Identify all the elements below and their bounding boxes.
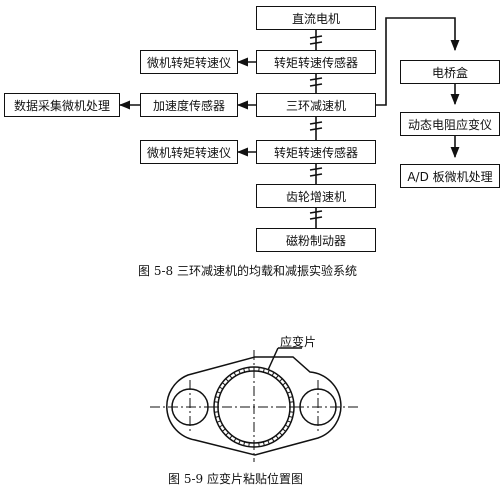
strain-meter-label: 动态电阻应变仪 (407, 117, 492, 132)
bridge-box-label: 电桥盒 (431, 65, 468, 80)
brake-box: 磁粉制动器 (256, 228, 376, 252)
torque-sensor-top-box: 转矩转速传感器 (256, 50, 376, 74)
data-acq-label: 数据采集微机处理 (13, 98, 110, 113)
link-outline (166, 356, 342, 456)
shaft-couplings (309, 30, 323, 228)
arrow-to-bridge-box (376, 17, 460, 106)
brake-label: 磁粉制动器 (285, 233, 346, 248)
gear-teeth (214, 367, 294, 447)
torque-meter-top-label: 微机转矩转速仪 (146, 55, 231, 70)
bridge-box: 电桥盒 (400, 60, 500, 84)
accel-sensor-box: 加速度传感器 (140, 93, 238, 117)
motor-label: 直流电机 (291, 11, 340, 26)
accel-sensor-label: 加速度传感器 (152, 98, 225, 113)
reducer-label: 三环减速机 (285, 98, 346, 113)
torque-meter-bottom-label: 微机转矩转速仪 (146, 145, 231, 160)
strain-meter-box: 动态电阻应变仪 (400, 112, 500, 136)
gear-reducer-label: 齿轮增速机 (285, 189, 346, 204)
motor-box: 直流电机 (256, 6, 376, 30)
gauge-leader (267, 347, 279, 371)
gear-reducer-box: 齿轮增速机 (256, 184, 376, 208)
strain-gauge-label: 应变片 (280, 335, 317, 349)
torque-meter-top-box: 微机转矩转速仪 (140, 50, 238, 74)
torque-sensor-bottom-box: 转矩转速传感器 (256, 140, 376, 164)
torque-sensor-bottom-label: 转矩转速传感器 (273, 145, 358, 160)
torque-meter-bottom-box: 微机转矩转速仪 (140, 140, 238, 164)
centerlines (150, 350, 358, 462)
fig58-caption: 图 5-8 三环减速机的均载和减振实验系统 (138, 264, 357, 278)
reducer-box: 三环减速机 (256, 93, 376, 117)
data-acq-box: 数据采集微机处理 (4, 93, 120, 117)
ad-board-box: A/D 板微机处理 (400, 164, 500, 188)
torque-sensor-top-label: 转矩转速传感器 (273, 55, 358, 70)
ad-board-label: A/D 板微机处理 (407, 169, 493, 184)
fig59-caption: 图 5-9 应变片粘贴位置图 (168, 472, 303, 486)
